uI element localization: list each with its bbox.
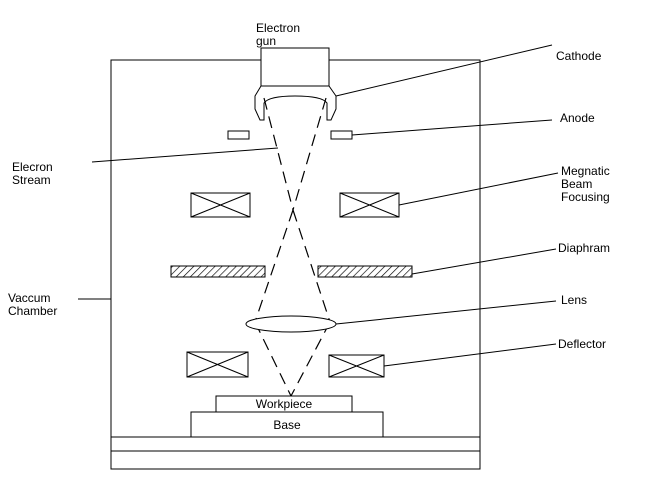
electron-gun-body xyxy=(260,47,330,87)
base-block xyxy=(190,411,384,438)
anode-plate-right xyxy=(330,130,353,140)
deflector-label: Deflector xyxy=(558,337,607,351)
cathode-label: Cathode xyxy=(556,49,602,63)
deflector-leader xyxy=(383,343,557,367)
diaphragm-right xyxy=(317,265,413,278)
cathode-leader xyxy=(335,44,553,97)
electron-gun-label: Electron gun xyxy=(256,21,301,48)
anode-leader xyxy=(351,119,553,136)
leader-lines xyxy=(78,44,559,367)
magnetic-coil-left xyxy=(190,192,251,218)
diaphragm-label: Diaphram xyxy=(558,241,611,255)
vacuum-chamber-label: Vaccum Chamber xyxy=(8,291,58,318)
diaphragm-left xyxy=(170,265,266,278)
deflector-coil-left xyxy=(186,351,249,378)
magnetic-focusing-label: Megnatic Beam Focusing xyxy=(561,164,610,204)
lens-label: Lens xyxy=(561,293,588,307)
lens-leader xyxy=(335,300,557,325)
workpiece-label: Workpiece xyxy=(256,397,313,411)
cathode xyxy=(254,85,337,121)
magnetic-focusing-leader xyxy=(398,172,559,206)
electron-stream-label: Elecron Stream xyxy=(12,160,53,187)
diaphragm-leader xyxy=(411,248,557,275)
anode-label: Anode xyxy=(560,111,595,125)
deflector-coil-right xyxy=(328,354,385,378)
electron-stream-leader xyxy=(91,147,279,163)
lens xyxy=(245,315,337,333)
magnetic-coil-right xyxy=(339,192,400,218)
electron-beam xyxy=(254,97,331,397)
anode-plate-left xyxy=(227,130,250,140)
base-label: Base xyxy=(273,418,301,432)
